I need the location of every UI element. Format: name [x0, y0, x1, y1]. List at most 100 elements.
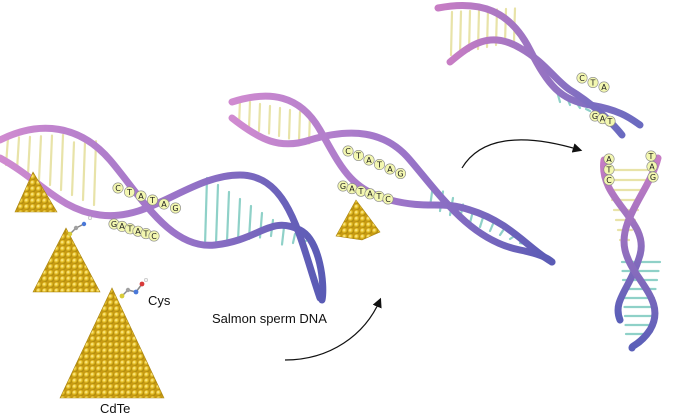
svg-text:A: A [600, 114, 606, 123]
middle-top-base-1: T [352, 150, 364, 162]
right-lower-dna-helix [600, 154, 662, 352]
base-pair-rung [81, 140, 87, 202]
svg-text:G: G [397, 169, 403, 178]
right-lower-left-base-1: T [603, 164, 615, 176]
left-top-base-0: C [112, 182, 124, 194]
base-pair-rung [203, 176, 209, 247]
cdte-nanocrystal-on-dna [335, 199, 381, 241]
cdte-nanocrystal-large [59, 287, 165, 399]
base-pair-rung [225, 190, 231, 244]
svg-text:C: C [345, 147, 351, 156]
svg-text:C: C [115, 184, 121, 193]
right-lower-right-base-1: A [646, 161, 658, 173]
base-pair-rung [449, 10, 454, 57]
left-top-base-1: T [124, 186, 136, 198]
left-top-base-5: G [170, 202, 182, 214]
svg-text:A: A [649, 162, 655, 171]
left-bottom-base-5: C [148, 230, 160, 242]
svg-text:A: A [138, 192, 144, 201]
base-pair-rung [508, 235, 515, 241]
right-lower-left-base-0: A [603, 153, 615, 165]
svg-text:C: C [606, 176, 612, 185]
base-pair-rung [48, 134, 54, 187]
base-pair-rung [247, 100, 252, 130]
svg-text:A: A [135, 227, 141, 236]
middle-bottom-base-5: C [382, 193, 394, 205]
right-upper-dna-helix [434, 1, 644, 139]
svg-text:G: G [111, 220, 117, 229]
right-upper-bottom-base-2: T [604, 115, 616, 127]
right-lower-left-base-2: C [603, 174, 615, 186]
svg-text:T: T [358, 187, 364, 196]
base-pair-rung [267, 104, 272, 135]
svg-text:G: G [340, 182, 346, 191]
svg-text:A: A [367, 190, 373, 199]
base-pair-rungs [4, 7, 662, 336]
base-pair-rung [257, 102, 262, 133]
middle-top-base-2: A [363, 154, 375, 166]
svg-text:G: G [592, 112, 598, 121]
svg-text:A: A [349, 184, 355, 193]
svg-text:C: C [151, 232, 157, 241]
svg-text:A: A [601, 83, 607, 92]
left-dna-helix [0, 124, 327, 304]
base-pair-rung [280, 225, 286, 246]
base-pair-rung [214, 183, 220, 245]
svg-text:A: A [387, 165, 393, 174]
right-lower-right-base-2: G [647, 171, 659, 183]
right-upper-top-base-1: T [587, 77, 599, 89]
svg-text:T: T [590, 78, 596, 87]
svg-text:T: T [376, 160, 382, 169]
middle-top-base-3: T [373, 159, 385, 171]
svg-text:T: T [355, 151, 361, 160]
left-top-base-2: A [135, 190, 147, 202]
svg-text:T: T [606, 165, 612, 174]
base-pair-rung [37, 135, 43, 182]
base-pair-rung [287, 108, 292, 140]
svg-text:T: T [149, 196, 155, 205]
svg-text:A: A [606, 155, 612, 164]
cys-molecule-upper [67, 215, 93, 237]
svg-text:C: C [385, 195, 391, 204]
salmon-dna-label: Salmon sperm DNA [212, 311, 327, 326]
svg-text:T: T [607, 117, 613, 126]
svg-text:T: T [648, 152, 654, 161]
svg-text:A: A [119, 222, 125, 231]
right-lower-right-base-0: T [645, 150, 657, 162]
middle-top-base-0: C [342, 145, 354, 157]
left-top-base-3: T [147, 194, 159, 206]
svg-text:C: C [579, 74, 585, 83]
cys-label: Cys [148, 293, 171, 308]
svg-text:A: A [366, 156, 372, 165]
base-pair-rung [291, 232, 297, 245]
base-pair-rung [488, 222, 495, 233]
base-pair-rung [236, 197, 242, 242]
cdte-nanocrystal-small-left [14, 171, 58, 213]
svg-text:G: G [650, 173, 656, 182]
left-top-base-4: A [158, 198, 170, 210]
middle-top-base-4: A [384, 163, 396, 175]
right-upper-top-base-2: A [598, 81, 610, 93]
base-pair-rung [584, 107, 592, 113]
svg-text:G: G [172, 204, 178, 213]
base-pair-rung [26, 135, 32, 177]
right-upper-top-base-0: C [576, 72, 588, 84]
arrow-top [461, 139, 583, 169]
svg-text:T: T [126, 188, 132, 197]
svg-text:T: T [127, 225, 133, 234]
cys-molecule-lower [119, 277, 149, 299]
middle-top-base-5: G [394, 168, 406, 180]
svg-text:A: A [161, 200, 167, 209]
cdte-label: CdTe [100, 401, 131, 416]
base-pair-rung [59, 133, 65, 192]
base-pair-rung [478, 216, 485, 229]
base-pair-rung [277, 106, 282, 138]
svg-text:T: T [376, 192, 382, 201]
base-pair-rung [92, 140, 98, 207]
cdte-nanocrystal-medium [32, 227, 101, 293]
base-pair-rung [70, 141, 76, 197]
base-pair-rung [15, 136, 21, 172]
